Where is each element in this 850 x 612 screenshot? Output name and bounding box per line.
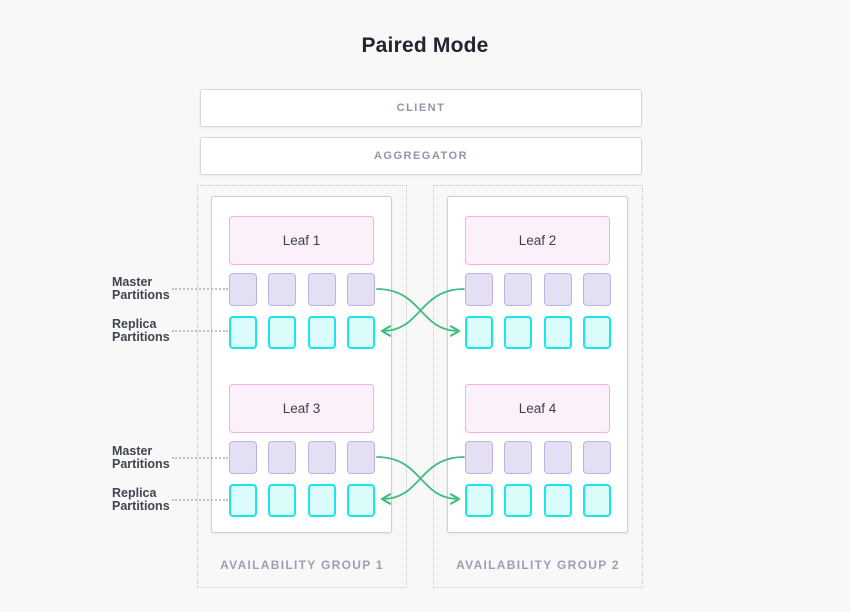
replica-partition <box>582 316 611 349</box>
diagram-title: Paired Mode <box>361 34 489 57</box>
replica-partition <box>268 484 297 517</box>
client-label: CLIENT <box>396 102 446 114</box>
aggregator-box: AGGREGATOR <box>200 137 642 175</box>
replica-partition <box>307 484 336 517</box>
master-partition <box>465 273 493 306</box>
replica-partition <box>307 316 336 349</box>
availability-group-1: Leaf 1 Leaf 3 AVAILABILITY GROUP 1 <box>197 185 407 588</box>
master-partition <box>307 441 336 474</box>
master-partition-row <box>229 441 375 474</box>
master-partition <box>268 273 297 306</box>
replica-partition <box>465 484 493 517</box>
master-partition <box>268 441 297 474</box>
master-partition <box>504 273 533 306</box>
master-partition-row <box>229 273 375 306</box>
replica-partition-row <box>465 316 611 349</box>
replica-partition <box>346 316 375 349</box>
availability-group-1-label: AVAILABILITY GROUP 1 <box>220 558 384 572</box>
master-partition <box>543 273 572 306</box>
replica-partition <box>582 484 611 517</box>
leaf-container-1: Leaf 1 Leaf 3 <box>211 196 392 533</box>
replica-partition <box>346 484 375 517</box>
master-partitions-label: Master Partitions <box>112 275 170 302</box>
master-partition <box>346 441 375 474</box>
leaf-node-3: Leaf 3 <box>229 384 374 433</box>
leaf-node-2: Leaf 2 <box>465 216 610 265</box>
replica-partition-row <box>229 484 375 517</box>
master-partition <box>229 273 257 306</box>
leader-line <box>172 288 228 290</box>
replica-partition <box>504 316 533 349</box>
master-partition-row <box>465 273 611 306</box>
replica-partitions-label: Replica Partitions <box>112 486 170 513</box>
replica-partition <box>504 484 533 517</box>
client-box: CLIENT <box>200 89 642 127</box>
leader-line <box>172 499 228 501</box>
leaf-node-1: Leaf 1 <box>229 216 374 265</box>
aggregator-label: AGGREGATOR <box>373 150 469 162</box>
master-partition <box>346 273 375 306</box>
master-partition <box>229 441 257 474</box>
replica-partition <box>543 484 572 517</box>
master-partition <box>465 441 493 474</box>
availability-group-2: Leaf 2 Leaf 4 AVAILABILITY GROUP 2 <box>433 185 643 588</box>
availability-group-2-label: AVAILABILITY GROUP 2 <box>456 558 620 572</box>
master-partition <box>582 441 611 474</box>
leader-line <box>172 457 228 459</box>
leaf-container-2: Leaf 2 Leaf 4 <box>447 196 628 533</box>
replica-partition <box>229 316 257 349</box>
replica-partition <box>543 316 572 349</box>
master-partitions-label: Master Partitions <box>112 444 170 471</box>
replica-partition <box>465 316 493 349</box>
replica-partition-row <box>465 484 611 517</box>
leader-line <box>172 330 228 332</box>
master-partition <box>543 441 572 474</box>
replica-partition <box>268 316 297 349</box>
leaf-node-4: Leaf 4 <box>465 384 610 433</box>
master-partition-row <box>465 441 611 474</box>
master-partition <box>504 441 533 474</box>
replica-partition-row <box>229 316 375 349</box>
master-partition <box>582 273 611 306</box>
replica-partitions-label: Replica Partitions <box>112 317 170 344</box>
replica-partition <box>229 484 257 517</box>
master-partition <box>307 273 336 306</box>
